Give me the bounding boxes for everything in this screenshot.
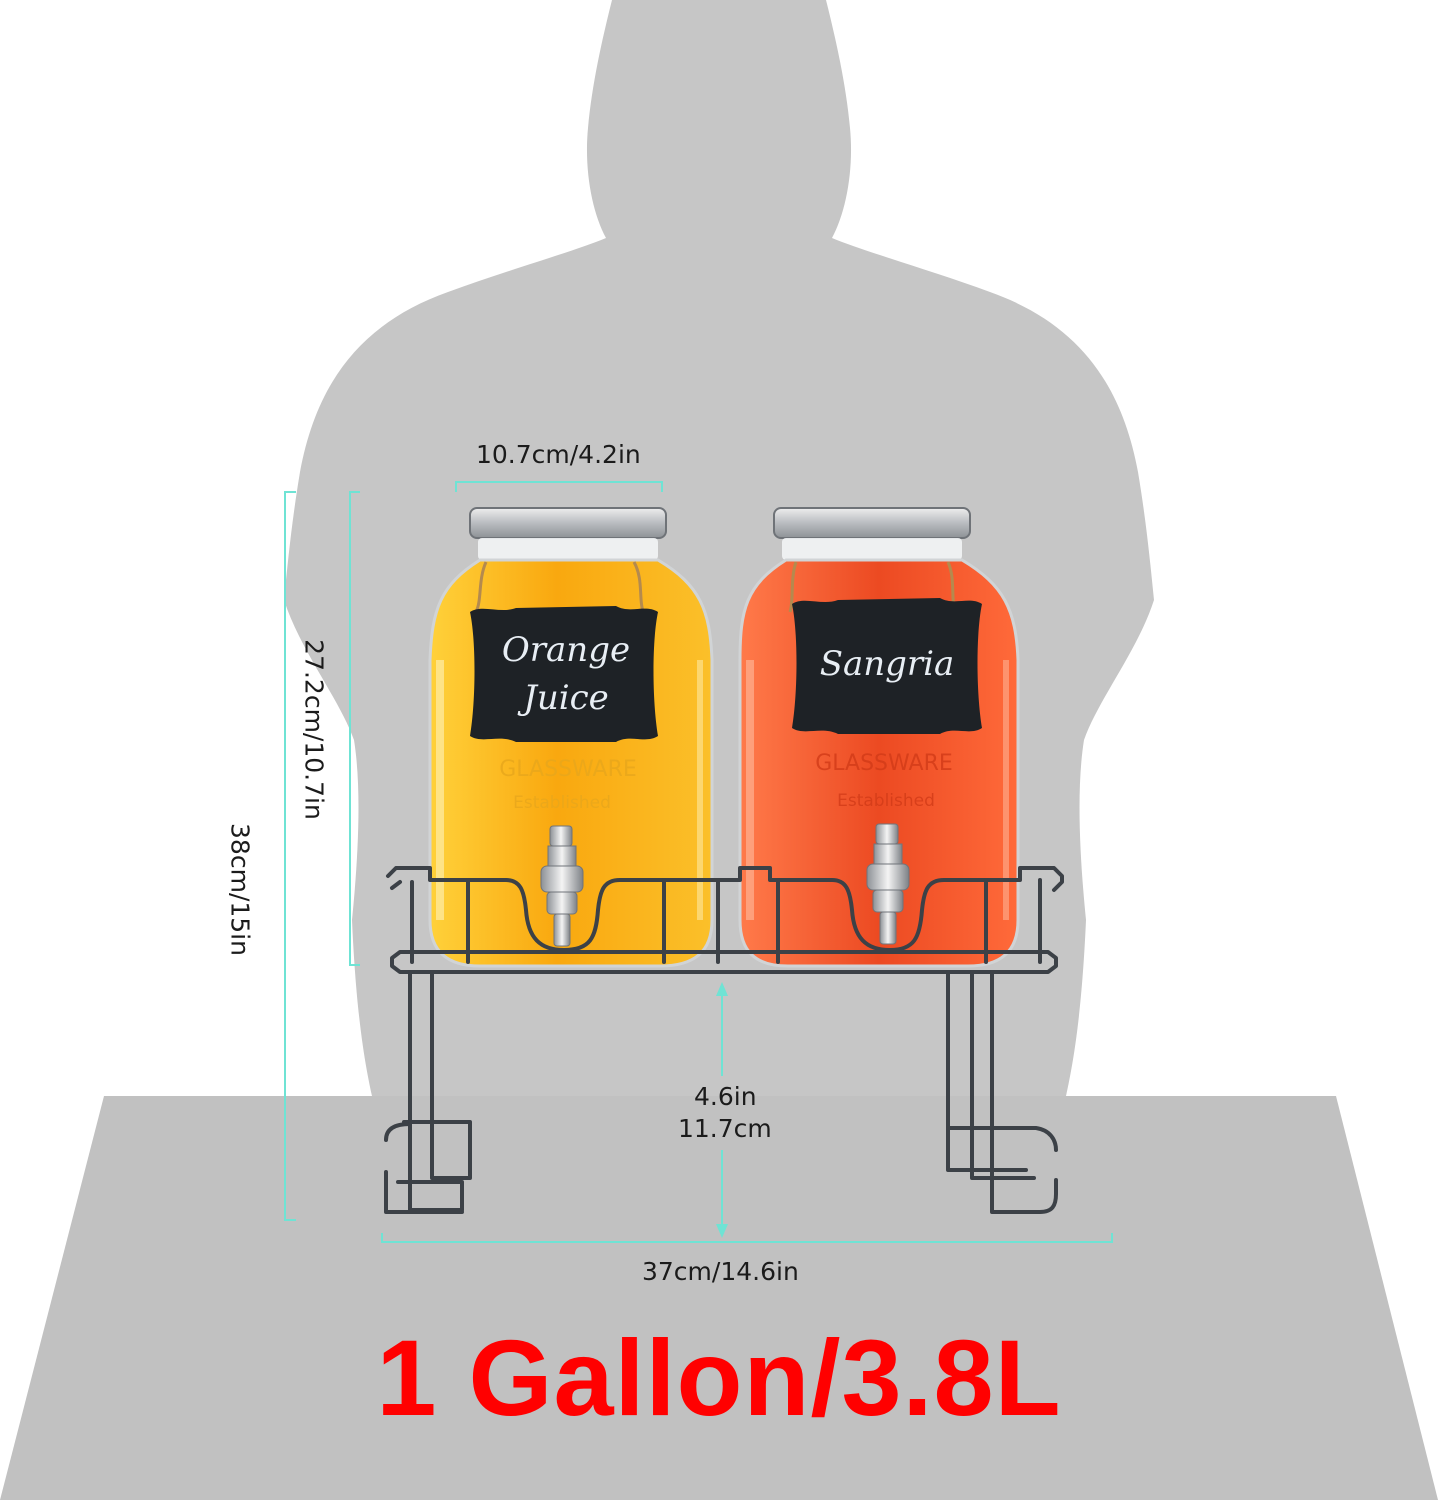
chalkboard-right (792, 598, 982, 734)
svg-text:GLASSWARE: GLASSWARE (499, 757, 637, 782)
total-height-label: 38cm/15in (225, 823, 255, 956)
orange-label: Orange (501, 630, 631, 670)
total-width-label: 37cm/14.6in (642, 1257, 799, 1286)
jar-width-label: 10.7cm/4.2in (476, 440, 641, 469)
stand-height-cm-label: 11.7cm (678, 1114, 772, 1143)
total-width-line (381, 1233, 1113, 1243)
table-surface (0, 1096, 1438, 1500)
jar-width-line (455, 481, 663, 492)
wire-stand (384, 866, 1064, 1214)
chalkboard-label-right: Sangria (819, 644, 955, 684)
sangria-jar: GLASSWARE Established (738, 507, 1020, 968)
svg-text:GLASSWARE: GLASSWARE (815, 751, 953, 776)
capacity-headline: 1 Gallon/3.8L (376, 1317, 1062, 1438)
orange-juice-jar: GLASSWARE Established (428, 507, 714, 968)
svg-text:Established: Established (837, 791, 935, 811)
jar-height-label: 27.2cm/10.7in (299, 639, 329, 820)
chalkboard-label-left: Orange Juice (478, 626, 654, 722)
stand-height-in-label: 4.6in (694, 1082, 757, 1111)
jar-height-line (349, 491, 360, 966)
svg-text:Established: Established (513, 793, 611, 813)
juice-label: Juice (523, 678, 609, 718)
total-height-line (284, 491, 296, 1221)
dimension-lines (284, 481, 1113, 1243)
chalkboard-left (470, 606, 658, 742)
